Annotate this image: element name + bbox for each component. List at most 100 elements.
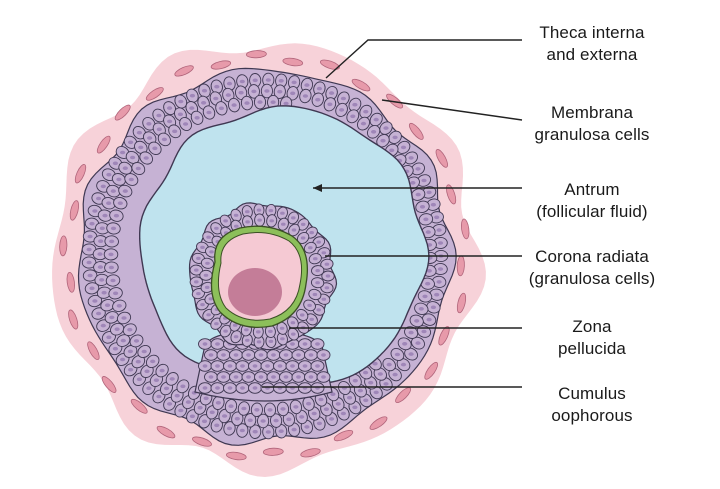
granulosa-cell-nucleus [228, 404, 234, 409]
cumulus-cell-nucleus [221, 353, 226, 357]
granulosa-cell-nucleus [225, 93, 231, 97]
granulosa-cell-nucleus [209, 410, 215, 415]
granulosa-cell-nucleus [231, 103, 237, 107]
granulosa-cell-nucleus [147, 136, 153, 140]
granulosa-cell-nucleus [87, 234, 93, 239]
granulosa-cell-nucleus [352, 378, 358, 383]
granulosa-cell-nucleus [117, 201, 123, 205]
corona-cell-nucleus [223, 329, 228, 333]
corona-cell-nucleus [268, 329, 273, 333]
granulosa-cell-nucleus [425, 230, 431, 234]
label-corona-line1: Corona radiata [535, 247, 649, 266]
theca-cell [210, 60, 232, 70]
granulosa-cell-nucleus [357, 388, 363, 393]
granulosa-cell-nucleus [177, 112, 183, 117]
granulosa-cell-nucleus [239, 79, 245, 84]
corona-cell-nucleus [281, 222, 286, 226]
theca-cell [66, 271, 76, 293]
granulosa-cell-nucleus [265, 430, 271, 434]
granulosa-cell-nucleus [415, 192, 421, 197]
granulosa-cell-nucleus [189, 93, 195, 98]
label-membrana: Membrana granulosa cells [492, 102, 692, 146]
granulosa-cell-nucleus [323, 407, 329, 412]
label-membrana-line1: Membrana [550, 103, 634, 122]
granulosa-cell-nucleus [96, 196, 102, 201]
granulosa-cell-nucleus [418, 307, 424, 311]
theca-cell [460, 218, 470, 240]
granulosa-cell-nucleus [408, 156, 414, 160]
corona-cell-nucleus [194, 268, 199, 272]
corona-cell-nucleus [312, 292, 318, 297]
granulosa-cell-nucleus [290, 91, 296, 96]
corona-cell-nucleus [200, 245, 205, 249]
granulosa-cell-nucleus [218, 106, 224, 111]
theca-cell [174, 65, 194, 77]
granulosa-cell-nucleus [161, 137, 167, 142]
granulosa-cell-nucleus [415, 167, 421, 171]
granulosa-cell-nucleus [156, 394, 162, 399]
granulosa-cell-nucleus [434, 215, 440, 220]
granulosa-cell-nucleus [106, 172, 112, 177]
corona-cell-nucleus [257, 218, 262, 222]
granulosa-cell-nucleus [350, 114, 356, 119]
granulosa-cell-nucleus [86, 260, 92, 265]
granulosa-cell-nucleus [280, 407, 286, 411]
granulosa-cell-nucleus [422, 294, 428, 299]
cumulus-cell-nucleus [252, 386, 258, 390]
corona-cell-nucleus [233, 335, 239, 339]
label-corona-line2: (granulosa cells) [528, 269, 656, 288]
granulosa-cell-nucleus [112, 346, 118, 351]
granulosa-cell-nucleus [251, 89, 257, 94]
cumulus-cell-nucleus [265, 364, 270, 368]
granulosa-cell-nucleus [174, 393, 180, 398]
cumulus-cell-nucleus [240, 386, 245, 390]
corona-cell-nucleus [244, 328, 249, 332]
theca-cell [456, 292, 467, 314]
label-theca-line2: and externa [546, 45, 638, 64]
granulosa-cell-nucleus [167, 106, 173, 110]
granulosa-cell-nucleus [167, 402, 173, 406]
granulosa-cell-nucleus [389, 148, 395, 153]
cumulus-cell-nucleus [233, 375, 239, 379]
corona-cell-nucleus [280, 337, 285, 341]
theca-cell [351, 78, 371, 92]
granulosa-cell-nucleus [437, 241, 444, 245]
corona-cell-nucleus [309, 231, 315, 235]
granulosa-cell-nucleus [206, 110, 212, 115]
granulosa-cell-nucleus [363, 370, 369, 375]
granulosa-cell-nucleus [92, 209, 98, 213]
corona-cell-nucleus [214, 226, 219, 230]
granulosa-cell-nucleus [330, 392, 336, 397]
cumulus-cell-nucleus [208, 375, 214, 379]
theca-cell [262, 447, 284, 456]
granulosa-cell-nucleus [329, 91, 335, 95]
label-corona: Corona radiata (granulosa cells) [492, 246, 692, 290]
granulosa-cell-nucleus [414, 319, 420, 323]
granulosa-cell-nucleus [108, 265, 114, 270]
label-cumulus-line1: Cumulus [558, 384, 626, 403]
granulosa-cell-nucleus [116, 177, 122, 182]
cumulus-cell-nucleus [271, 353, 276, 357]
granulosa-cell-nucleus [316, 421, 322, 426]
arrowhead-antrum [313, 184, 322, 192]
granulosa-cell-nucleus [311, 411, 317, 416]
granulosa-cell-nucleus [254, 408, 260, 412]
corona-cell-nucleus [269, 219, 275, 223]
corona-cell-nucleus [245, 210, 250, 214]
corona-cell-nucleus [233, 213, 239, 217]
granulosa-cell-nucleus [371, 130, 377, 134]
granulosa-cell-nucleus [260, 419, 266, 423]
label-zona: Zona pellucida [492, 316, 692, 360]
granulosa-cell-nucleus [122, 189, 128, 193]
granulosa-cell-nucleus [138, 145, 144, 150]
granulosa-cell-nucleus [194, 116, 200, 120]
label-zona-line2: pellucida [557, 339, 626, 358]
granulosa-cell-nucleus [183, 122, 189, 126]
granulosa-cell-nucleus [327, 102, 333, 107]
granulosa-cell-nucleus [316, 86, 322, 91]
granulosa-cell-nucleus [120, 338, 126, 343]
cumulus-cell-nucleus [258, 353, 264, 357]
label-cumulus: Cumulus oophorous [492, 383, 692, 427]
granulosa-cell-nucleus [335, 402, 341, 406]
